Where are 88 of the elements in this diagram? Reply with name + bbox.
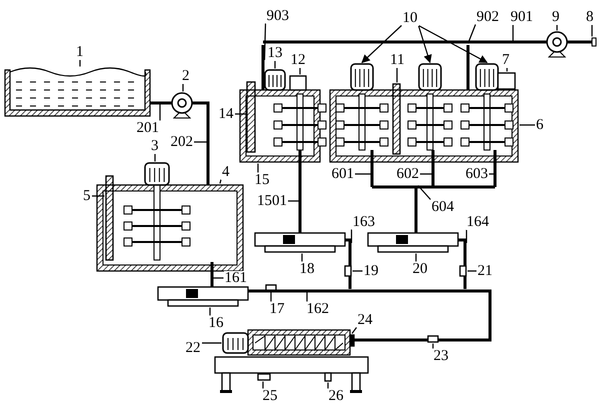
leader-line xyxy=(327,382,329,388)
pipe xyxy=(210,262,214,287)
leader-line xyxy=(194,141,210,143)
callout-number: 902 xyxy=(476,10,500,24)
pump xyxy=(546,31,568,58)
callout-number: 13 xyxy=(266,46,284,60)
motor xyxy=(144,162,170,186)
pipe xyxy=(458,238,466,289)
leader-line xyxy=(418,185,431,200)
callout-number: 25 xyxy=(262,388,278,404)
callout-number: 601 xyxy=(330,166,355,182)
callout-number: 901 xyxy=(510,10,534,24)
callout-number: 603 xyxy=(464,166,489,182)
callout-number: 8 xyxy=(585,10,594,24)
control-box xyxy=(289,75,307,91)
leader-line xyxy=(350,230,352,243)
callout-number: 15 xyxy=(254,172,270,188)
leader-arrow xyxy=(418,25,432,64)
pipe xyxy=(192,102,210,185)
callout-number: 3 xyxy=(150,138,160,154)
leader-line xyxy=(352,327,357,334)
motor xyxy=(350,63,374,91)
pump-unit xyxy=(254,232,346,253)
pipe xyxy=(263,40,547,44)
pump-unit xyxy=(367,232,459,253)
pipe xyxy=(150,102,172,104)
stirring-rod xyxy=(392,83,401,155)
callout-number: 903 xyxy=(266,8,290,24)
pipe xyxy=(345,238,352,289)
leader-line xyxy=(159,104,161,120)
leader-line xyxy=(92,195,104,197)
motor xyxy=(264,69,286,91)
callout-number: 10 xyxy=(402,10,418,26)
leader-line xyxy=(396,68,398,82)
leader-line xyxy=(466,230,468,243)
callout-number: 161 xyxy=(224,270,248,286)
callout-number: 16 xyxy=(208,316,224,330)
leader-line xyxy=(219,179,222,184)
callout-number: 5 xyxy=(82,188,92,204)
callout-number: 18 xyxy=(298,262,316,276)
leader-line xyxy=(214,277,224,279)
leader-line xyxy=(288,200,298,202)
pipe xyxy=(466,45,470,90)
motor xyxy=(418,63,442,91)
pump xyxy=(171,92,193,118)
callout-number: 9 xyxy=(551,10,560,24)
callout-number: 1501 xyxy=(256,194,288,208)
leader-arrow xyxy=(361,25,402,64)
valve xyxy=(344,265,352,277)
pipe xyxy=(248,290,492,342)
callout-number: 23 xyxy=(432,348,450,364)
leader-line xyxy=(306,290,308,302)
pipe xyxy=(494,150,496,187)
pipe xyxy=(567,38,596,46)
control-box xyxy=(497,72,516,90)
callout-number: 19 xyxy=(362,264,380,278)
support-foot xyxy=(324,372,332,382)
callout-number: 201 xyxy=(136,120,160,136)
callout-number: 163 xyxy=(352,214,376,230)
callout-number: 202 xyxy=(170,134,194,150)
support-foot xyxy=(257,373,271,381)
leader-line xyxy=(355,173,370,175)
heater-rod xyxy=(246,81,256,153)
leader-line xyxy=(467,24,476,44)
callout-number: 20 xyxy=(412,262,428,276)
leader-line xyxy=(520,124,535,126)
outlet-port xyxy=(349,334,355,347)
pipe xyxy=(370,150,374,187)
leader-line xyxy=(432,344,434,348)
tank xyxy=(4,67,151,117)
leader-line xyxy=(264,23,266,60)
pipe xyxy=(432,150,434,187)
leader-line xyxy=(234,113,246,115)
motor xyxy=(222,332,249,354)
leader-line xyxy=(352,270,362,272)
pipe xyxy=(262,45,264,90)
callout-number: 26 xyxy=(328,388,344,404)
leader-line xyxy=(420,173,432,175)
motor xyxy=(475,63,499,91)
leader-line xyxy=(512,24,514,40)
pump-unit xyxy=(157,286,249,307)
stirring-rod xyxy=(105,175,114,261)
leader-line xyxy=(202,342,222,344)
pipe xyxy=(298,150,302,233)
callout-number: 602 xyxy=(396,166,420,182)
callout-number: 6 xyxy=(535,118,544,132)
leader-arrow xyxy=(418,24,488,64)
leader-line xyxy=(591,24,593,36)
